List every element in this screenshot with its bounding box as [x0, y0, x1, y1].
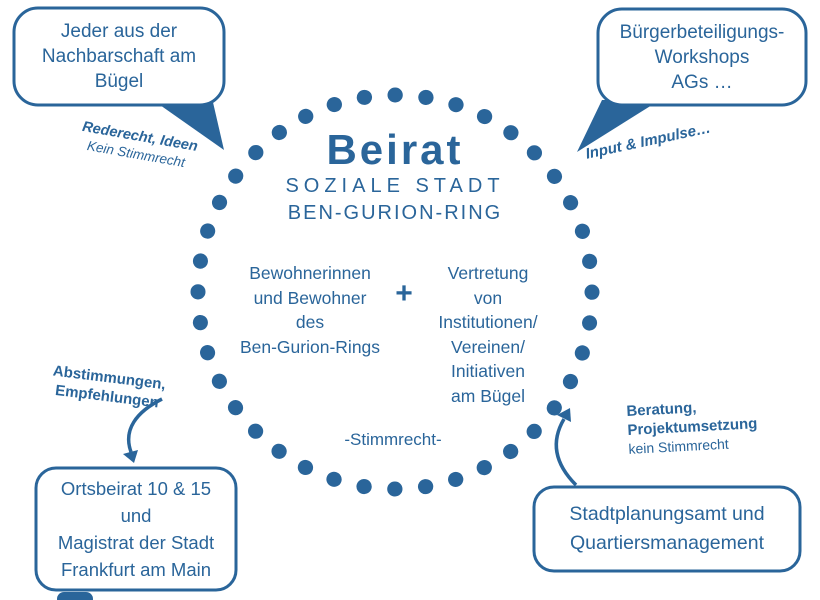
bubble-participation-line: AGs … — [671, 71, 733, 93]
bubble-neighborhood-line: Nachbarschaft am — [41, 46, 197, 67]
left-arrowhead-icon — [123, 450, 138, 463]
note-consulting: Beratung, Projektumsetzung kein Stimmrec… — [626, 393, 799, 459]
left-curved-arrow — [126, 397, 163, 453]
circle-subtitle-line2: BEN-GURION-RING — [287, 202, 503, 224]
bubble-top-right-shape — [596, 7, 808, 107]
circle-title: Beirat — [326, 126, 464, 173]
bubble-participation-line: Workshops — [654, 46, 750, 68]
residents-line: und Bewohner — [253, 287, 367, 308]
box-city-council-line: Magistrat der Stadt — [57, 532, 215, 553]
box-city-council-line: und — [120, 505, 152, 526]
representation-line: von — [473, 287, 503, 308]
box-planning-office: Stadtplanungsamt und Quartiersmanagement — [534, 487, 800, 571]
voting-right-label: -Stimmrecht- — [344, 430, 442, 449]
clipped-bubble-fragment — [57, 592, 93, 600]
dotted-circle — [190, 87, 600, 497]
box-city-council: Ortsbeirat 10 & 15 und Magistrat der Sta… — [36, 468, 236, 590]
bubble-neighborhood: Jeder aus der Nachbarschaft am Bügel — [14, 8, 224, 105]
right-arrowhead-icon — [557, 408, 571, 422]
representation-line: Vertretung — [447, 263, 529, 283]
plus-sign: + — [395, 277, 413, 310]
residents-line: des — [295, 312, 325, 332]
bubble-top-left-shape — [12, 6, 226, 107]
residents-line: Ben-Gurion-Rings — [239, 336, 381, 357]
bubble-neighborhood-line: Bügel — [94, 71, 144, 92]
bubble-top-left-tail — [150, 98, 224, 150]
bubble-neighborhood-line: Jeder aus der — [60, 21, 178, 42]
bubble-top-right-tail — [577, 100, 660, 152]
residents-group: Bewohnerinnen und Bewohner des Ben-Gurio… — [228, 261, 392, 359]
box-bottom-left-shape — [34, 466, 238, 592]
bubble-participation-line: Bürgerbeteiligungs- — [619, 21, 785, 43]
box-bottom-right-shape — [532, 485, 802, 573]
right-curved-arrow — [554, 418, 578, 487]
residents-line: Bewohnerinnen — [249, 263, 371, 283]
circle-subtitle-line1: SOZIALE STADT — [285, 175, 505, 197]
representation-line: am Bügel — [451, 385, 525, 406]
box-city-council-line: Ortsbeirat 10 & 15 — [60, 478, 212, 499]
bubble-participation: Bürgerbeteiligungs- Workshops AGs … — [598, 9, 806, 105]
representation-line: Institutionen/ — [438, 312, 538, 332]
representation-line: Vereinen/ — [451, 336, 525, 357]
representation-group: Vertretung von Institutionen/ Vereinen/ … — [413, 261, 563, 408]
box-city-council-line: Frankfurt am Main — [60, 559, 212, 580]
representation-line: Initiativen — [451, 361, 525, 381]
box-planning-office-line: Stadtplanungsamt und — [569, 503, 765, 525]
box-planning-office-line: Quartiersmanagement — [569, 532, 764, 554]
